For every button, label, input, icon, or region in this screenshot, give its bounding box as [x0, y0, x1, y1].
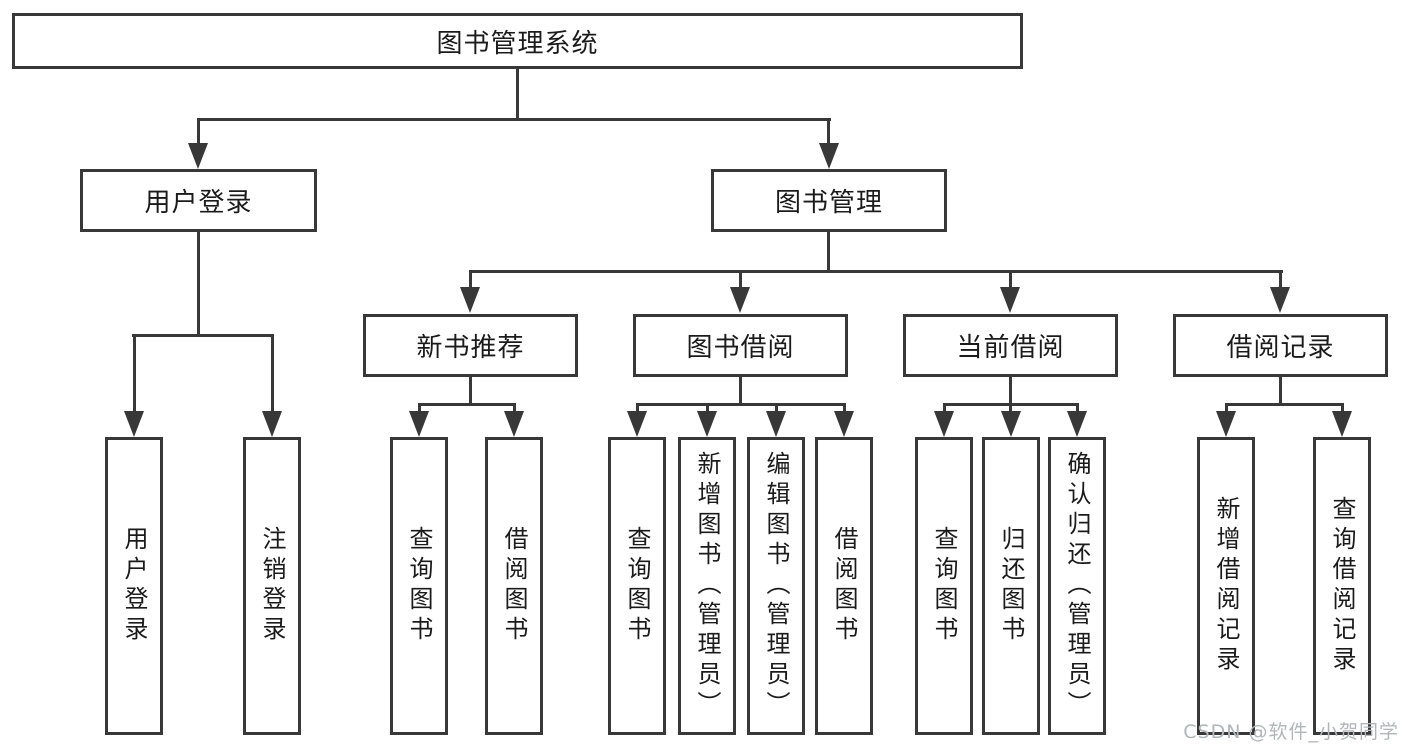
arrow-down-icon	[409, 411, 429, 437]
connector-login-stem	[197, 232, 200, 336]
connector-recommend-drop-1	[418, 405, 421, 413]
leaf-return-books: 归还图书	[982, 437, 1040, 735]
connector-mgmt-hbar	[469, 270, 1283, 273]
connector-recommend-drop-2	[513, 405, 516, 413]
connector-login-drop-1	[133, 336, 136, 414]
arrow-down-icon	[124, 411, 144, 437]
connector-login-hbar	[132, 334, 274, 337]
connector-records-drop-2	[1341, 405, 1344, 413]
arrow-down-icon	[627, 411, 647, 437]
connector-records-hbar	[1225, 403, 1344, 406]
connector-root-stem	[516, 69, 519, 120]
arrow-down-icon	[1067, 411, 1087, 437]
connector-borrow-drop-1	[636, 405, 639, 413]
leaf-borrow-books-recommend: 借阅图书	[485, 437, 543, 735]
leaf-add-books-admin: 新增图书（管理员）	[678, 437, 736, 735]
leaf-borrow-books: 借阅图书	[815, 437, 873, 735]
connector-borrow-hbar	[636, 403, 846, 406]
connector-mgmt-drop-3	[1009, 272, 1012, 288]
connector-root-drop-right	[827, 120, 830, 146]
connector-borrow-drop-3	[775, 405, 778, 413]
arrow-down-icon	[819, 143, 839, 169]
arrow-down-icon	[188, 143, 208, 169]
node-book-management-system: 图书管理系统	[12, 13, 1023, 69]
node-book-borrow: 图书借阅	[633, 314, 848, 377]
arrow-down-icon	[1332, 411, 1352, 437]
connector-current-drop-3	[1076, 405, 1079, 413]
connector-mgmt-stem	[827, 232, 830, 273]
leaf-user-login: 用户登录	[105, 437, 163, 735]
arrow-down-icon	[1270, 287, 1290, 313]
node-new-book-recommend: 新书推荐	[363, 314, 578, 377]
leaf-query-books-borrow: 查询图书	[608, 437, 666, 735]
connector-mgmt-drop-1	[469, 272, 472, 288]
arrow-down-icon	[504, 411, 524, 437]
connector-borrow-stem	[739, 377, 742, 404]
node-user-login: 用户登录	[80, 169, 317, 232]
arrow-down-icon	[460, 287, 480, 313]
leaf-query-books-recommend: 查询图书	[390, 437, 448, 735]
arrow-down-icon	[1216, 411, 1236, 437]
arrow-down-icon	[1000, 287, 1020, 313]
connector-mgmt-drop-2	[739, 272, 742, 288]
leaf-query-borrow-record: 查询借阅记录	[1313, 437, 1371, 735]
leaf-logout: 注销登录	[243, 437, 301, 735]
connector-root-drop-left	[197, 120, 200, 146]
arrow-down-icon	[934, 411, 954, 437]
arrow-down-icon	[262, 411, 282, 437]
arrow-down-icon	[766, 411, 786, 437]
connector-records-drop-1	[1225, 405, 1228, 413]
connector-current-drop-2	[1009, 405, 1012, 413]
leaf-confirm-return-admin: 确认归还（管理员）	[1048, 437, 1106, 735]
connector-current-hbar	[943, 403, 1079, 406]
node-borrow-records: 借阅记录	[1173, 314, 1388, 377]
connector-current-drop-1	[943, 405, 946, 413]
csdn-watermark: CSDN @软件_小贺同学	[1183, 721, 1399, 743]
arrow-down-icon	[697, 411, 717, 437]
arrow-down-icon	[834, 411, 854, 437]
arrow-down-icon	[1001, 411, 1021, 437]
connector-recommend-stem	[469, 377, 472, 404]
connector-recommend-hbar	[418, 403, 516, 406]
leaf-query-books-current: 查询图书	[915, 437, 973, 735]
node-book-management: 图书管理	[711, 169, 947, 232]
leaf-edit-books-admin: 编辑图书（管理员）	[747, 437, 805, 735]
connector-records-stem	[1279, 377, 1282, 404]
node-current-borrow: 当前借阅	[903, 314, 1118, 377]
arrow-down-icon	[730, 287, 750, 313]
connector-root-hbar	[197, 118, 831, 121]
connector-current-stem	[1009, 377, 1012, 404]
connector-borrow-drop-4	[843, 405, 846, 413]
connector-borrow-drop-2	[706, 405, 709, 413]
connector-mgmt-drop-4	[1279, 272, 1282, 288]
leaf-add-borrow-record: 新增借阅记录	[1197, 437, 1255, 735]
connector-login-drop-2	[271, 336, 274, 414]
